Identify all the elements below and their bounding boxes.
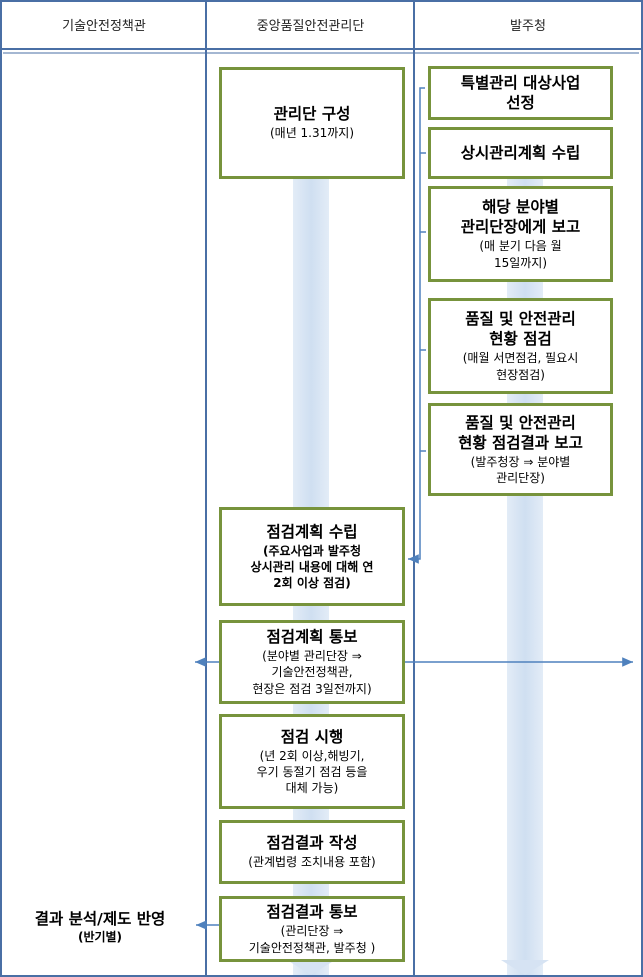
step-result-analysis: 결과 분석/제도 반영 (반기별) bbox=[6, 898, 194, 956]
column-header-client: 발주청 bbox=[510, 18, 546, 34]
step-title: 점검계획 수립 bbox=[266, 522, 358, 541]
step-quarter-report: 해당 분야별 관리단장에게 보고 (매 분기 다음 월 15일까지) bbox=[428, 186, 613, 282]
step-result-writing: 점검결과 작성 (관계법령 조치내용 포함) bbox=[219, 820, 405, 884]
step-target-selection: 특별관리 대상사업 선정 bbox=[428, 66, 613, 120]
flow-band-right-tip bbox=[501, 960, 549, 975]
step-inspection-exec: 점검 시행 (년 2회 이상,해빙기, 우기 동절기 점검 등을 대체 가능) bbox=[219, 714, 405, 809]
step-note: (발주청장 ⇒ 분야별 관리단장) bbox=[470, 454, 571, 486]
step-regular-plan: 상시관리계획 수립 bbox=[428, 127, 613, 179]
step-note: (반기별) bbox=[77, 929, 123, 944]
step-title: 상시관리계획 수립 bbox=[460, 143, 581, 162]
step-title: 품질 및 안전관리 현황 점검결과 보고 bbox=[458, 413, 583, 452]
step-title: 점검계획 통보 bbox=[266, 628, 358, 647]
step-result-notice: 점검결과 통보 (관리단장 ⇒ 기술안전정책관, 발주청 ) bbox=[219, 896, 405, 962]
step-title: 점검결과 작성 bbox=[266, 834, 358, 853]
step-note: (년 2회 이상,해빙기, 우기 동절기 점검 등을 대체 가능) bbox=[256, 748, 368, 796]
step-title: 특별관리 대상사업 선정 bbox=[460, 73, 581, 112]
step-note: (분야별 관리단장 ⇒ 기술안전정책관, 현장은 점검 3일전까지) bbox=[252, 649, 372, 696]
step-title: 해당 분야별 관리단장에게 보고 bbox=[460, 198, 581, 237]
step-note: (관리단장 ⇒ 기술안전정책관, 발주청 ) bbox=[248, 924, 376, 955]
flow-band-center-tip bbox=[287, 960, 335, 975]
step-note: (매년 1.31까지) bbox=[269, 126, 355, 141]
step-plan-notice: 점검계획 통보 (분야별 관리단장 ⇒ 기술안전정책관, 현장은 점검 3일전까… bbox=[219, 620, 405, 704]
report-to-plan-arrow bbox=[408, 87, 425, 564]
step-note: (관계법령 조치내용 포함) bbox=[248, 855, 376, 870]
step-team-formation: 관리단 구성 (매년 1.31까지) bbox=[219, 67, 405, 179]
step-note: (매월 서면점검, 필요시 현장점검) bbox=[462, 351, 579, 382]
step-title: 품질 및 안전관리 현황 점검 bbox=[465, 310, 576, 349]
step-title: 점검결과 통보 bbox=[266, 903, 358, 922]
step-note: (매 분기 다음 월 15일까지) bbox=[479, 239, 562, 270]
column-header-management: 중앙품질안전관리단 bbox=[256, 18, 365, 34]
step-status-report: 품질 및 안전관리 현황 점검결과 보고 (발주청장 ⇒ 분야별 관리단장) bbox=[428, 403, 613, 496]
step-title: 관리단 구성 bbox=[273, 105, 351, 124]
flow-band-right bbox=[507, 170, 543, 975]
step-note: (주요사업과 발주청 상시관리 내용에 대해 연 2회 이상 점검) bbox=[250, 543, 374, 591]
step-inspection-plan: 점검계획 수립 (주요사업과 발주청 상시관리 내용에 대해 연 2회 이상 점… bbox=[219, 507, 405, 606]
step-title: 결과 분석/제도 반영 bbox=[34, 909, 166, 928]
column-header-policy: 기술안전정책관 bbox=[62, 18, 146, 34]
step-status-check: 품질 및 안전관리 현황 점검 (매월 서면점검, 필요시 현장점검) bbox=[428, 298, 613, 394]
step-title: 점검 시행 bbox=[280, 727, 344, 746]
